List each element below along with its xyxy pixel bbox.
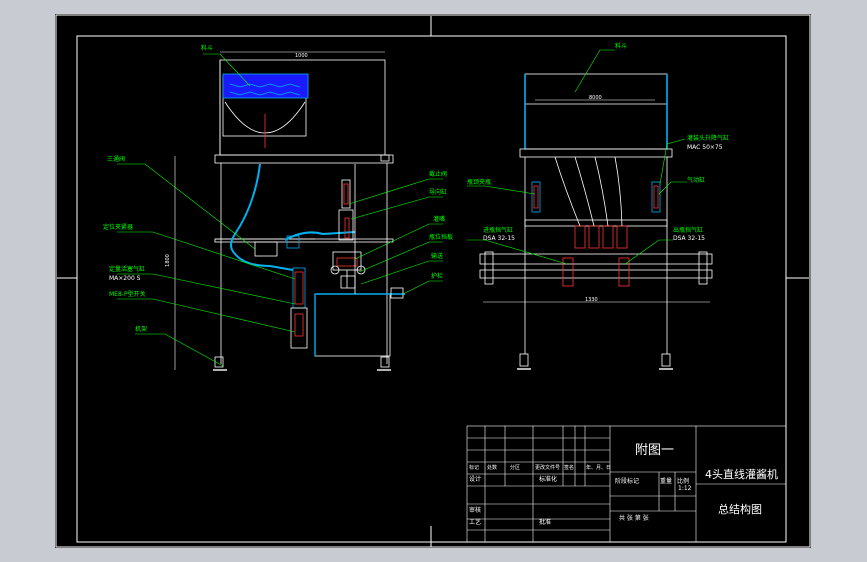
side-hopper — [524, 73, 668, 150]
label-entry-stop-cylinder: 进瓶挡气缸 — [483, 227, 514, 234]
label-guide-cylinder: 气动缸 — [687, 177, 706, 184]
label-nozzle: 灌嘴 — [433, 216, 446, 223]
drawing-sheet: 1000 1800 料斗 三通阀 定位夹紧器 定量活塞气缸 MA×200 S M… — [55, 14, 811, 548]
label-guide-rail: 护栏 — [431, 273, 444, 280]
label-entry-stop-spec: DSA 32-15 — [483, 235, 515, 242]
stage-label: 阶段标记 — [615, 478, 640, 485]
label-fixing-clamp: 定位夹紧器 — [103, 224, 134, 231]
label-bottle-stopper: 瓶位挡板 — [429, 234, 454, 241]
label-nozzle-cylinder: 导向缸 — [429, 189, 448, 196]
side-bottom-width-dim: 1330 — [585, 297, 598, 303]
label-main-cylinder-spec: MA×200 S — [109, 275, 141, 282]
nozzle-cylinder — [341, 179, 351, 209]
approve-label: 批准 — [539, 519, 552, 526]
label-lift-cylinder: 灌装头升降气缸 — [687, 135, 730, 142]
process-label: 工艺 — [469, 519, 482, 526]
front-top-width-dim: 1000 — [295, 53, 308, 59]
cad-drawing — [55, 14, 811, 548]
label-main-cylinder: 定量活塞气缸 — [109, 266, 146, 273]
label-proximity-switch: ME8-P型开关 — [109, 291, 146, 298]
label-bottle-clamp-cylinder: 瓶颈夹瓶 — [467, 179, 492, 186]
lower-tank — [314, 293, 391, 357]
conveyor-rail — [479, 253, 713, 265]
label-hopper-front: 料斗 — [201, 45, 214, 52]
mark-col-5: 年、月、日 — [586, 465, 612, 471]
centering-marks — [57, 16, 809, 547]
mark-col-1: 处数 — [487, 465, 498, 471]
front-frame — [214, 154, 394, 164]
front-view — [174, 51, 405, 371]
label-lift-cylinder-spec: MAC 50×75 — [687, 144, 723, 151]
mark-col-3: 更改文件号 — [535, 465, 561, 471]
label-exit-stop-spec: DSA 32-15 — [673, 235, 705, 242]
side-leaders — [467, 49, 687, 265]
outer-border — [55, 14, 811, 548]
appendix-title: 附图一 — [635, 443, 675, 458]
inner-border — [76, 35, 787, 543]
mark-col-2: 分区 — [510, 465, 521, 471]
scale-value: 1:12 — [678, 485, 692, 492]
side-view — [479, 73, 713, 370]
sheets-label: 共 张 第 张 — [619, 515, 649, 522]
mark-col-0: 标记 — [469, 465, 480, 471]
drawing-name: 总结构图 — [718, 503, 762, 516]
scale-label: 比例 — [677, 478, 690, 485]
label-frame: 机架 — [135, 326, 148, 333]
label-tee-valve: 三通阀 — [107, 156, 126, 163]
front-leaders — [117, 53, 443, 367]
machine-name: 4头直线灌酱机 — [705, 468, 778, 481]
label-hopper-side: 料斗 — [615, 43, 628, 50]
weight-label: 重量 — [660, 478, 673, 485]
side-top-width-dim: 8000 — [589, 95, 602, 101]
design-label: 设计 — [469, 476, 482, 483]
front-height-dim: 1800 — [164, 254, 171, 267]
mark-col-4: 签名 — [564, 465, 575, 471]
feed-pipe — [230, 163, 271, 267]
label-conveyor: 输送 — [431, 253, 444, 260]
review-label: 审核 — [469, 507, 482, 514]
title-block-grid — [466, 425, 787, 543]
standardization-label: 标准化 — [539, 476, 558, 483]
label-stop-valve: 截止阀 — [429, 171, 448, 178]
label-exit-stop-cylinder: 出瓶挡气缸 — [673, 227, 704, 234]
